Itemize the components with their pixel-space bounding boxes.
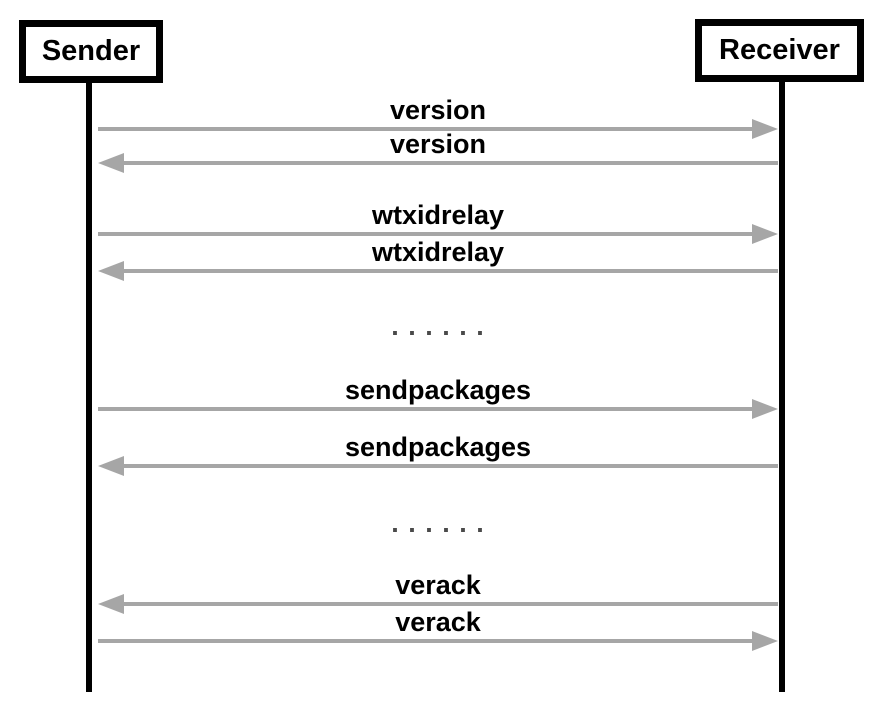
- message-row: version: [98, 129, 778, 173]
- arrowhead-left-icon: [98, 594, 124, 614]
- message-label: sendpackages: [344, 432, 532, 462]
- ellipsis-separator: . . . . . .: [391, 508, 485, 538]
- message-label: version: [389, 129, 487, 159]
- arrow-line: [98, 639, 754, 643]
- arrow-line: [122, 269, 778, 273]
- message-label: version: [389, 95, 487, 125]
- arrowhead-left-icon: [98, 153, 124, 173]
- message-label: wtxidrelay: [371, 200, 505, 230]
- message-row: verack: [98, 570, 778, 614]
- arrow-line: [122, 464, 778, 468]
- message-row: wtxidrelay: [98, 237, 778, 281]
- arrowhead-left-icon: [98, 456, 124, 476]
- arrow-line: [122, 602, 778, 606]
- actor-sender-label: Sender: [41, 35, 141, 67]
- sender-lifeline: [86, 82, 92, 692]
- arrowhead-left-icon: [98, 261, 124, 281]
- message-label: verack: [395, 570, 481, 600]
- ellipsis-separator: . . . . . .: [391, 311, 485, 341]
- arrowhead-right-icon: [752, 631, 778, 651]
- message-label: verack: [395, 607, 481, 637]
- message-label: sendpackages: [344, 375, 532, 405]
- arrow-line: [98, 232, 754, 236]
- message-row: sendpackages: [98, 432, 778, 476]
- message-row: wtxidrelay: [98, 200, 778, 244]
- actor-sender-box: Sender: [19, 20, 163, 83]
- arrow-line: [98, 127, 754, 131]
- actor-receiver-box: Receiver: [695, 19, 864, 82]
- arrow-line: [122, 161, 778, 165]
- arrowhead-right-icon: [752, 399, 778, 419]
- message-row: sendpackages: [98, 375, 778, 419]
- receiver-lifeline: [779, 82, 785, 692]
- message-row: verack: [98, 607, 778, 651]
- actor-receiver-label: Receiver: [719, 34, 840, 66]
- message-label: wtxidrelay: [371, 237, 505, 267]
- message-row: version: [98, 95, 778, 139]
- arrowhead-right-icon: [752, 224, 778, 244]
- arrow-line: [98, 407, 754, 411]
- arrowhead-right-icon: [752, 119, 778, 139]
